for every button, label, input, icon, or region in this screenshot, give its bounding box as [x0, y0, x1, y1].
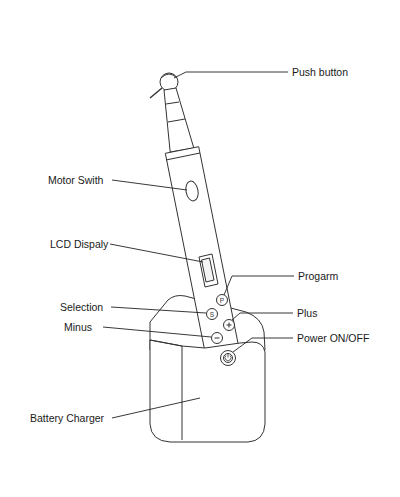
lcd-display [199, 254, 218, 287]
part-label: Progarm [298, 270, 338, 282]
part-label: Power ON/OFF [297, 332, 369, 344]
part-label: Motor Swith [48, 174, 103, 186]
button-letter: S [207, 311, 217, 318]
part-label: Plus [297, 307, 317, 319]
power-symbol [228, 354, 229, 358]
minus-sign [215, 338, 220, 339]
leader-line [112, 180, 187, 190]
button-letter: P [217, 297, 227, 304]
neck-ring [166, 102, 179, 104]
battery-charger [150, 340, 265, 442]
minus-button [212, 333, 223, 344]
part-label: LCD Dispaly [50, 238, 108, 250]
motor-switch [184, 180, 200, 202]
part-label: Minus [64, 321, 92, 333]
part-label: Push button [292, 66, 348, 78]
program-button [217, 295, 228, 306]
leader-line [110, 244, 203, 262]
part-label: Selection [60, 301, 103, 313]
power-ring [224, 354, 233, 363]
plus-sign [229, 323, 230, 328]
charger-edge [150, 340, 182, 440]
handpiece-body [165, 147, 238, 354]
part-label: Battery Charger [30, 412, 104, 424]
leader-line [112, 398, 200, 418]
lcd-screen [202, 258, 215, 282]
neck-ring [168, 119, 185, 122]
plus-button [224, 320, 235, 331]
leader-line [111, 307, 206, 313]
leader-line [174, 72, 288, 78]
leader-line [224, 276, 294, 295]
handpiece-neck [164, 88, 194, 152]
leader-line [103, 327, 211, 337]
leader-line [232, 313, 293, 320]
body-ring [166, 153, 200, 160]
selection-button [207, 309, 218, 320]
power-button [221, 351, 236, 366]
bur [150, 88, 162, 98]
leader-line [233, 338, 293, 352]
